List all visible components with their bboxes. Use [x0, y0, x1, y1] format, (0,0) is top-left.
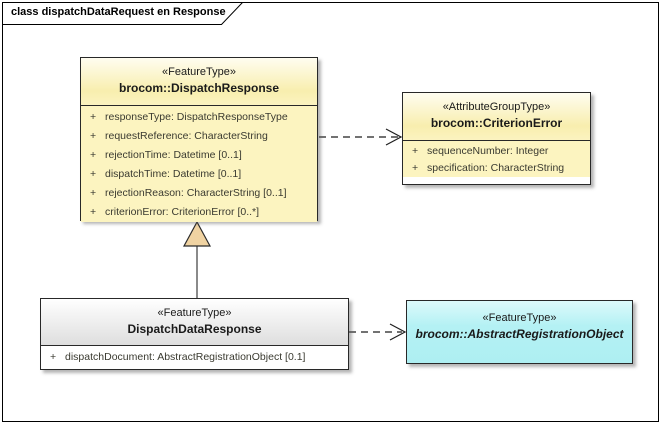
stereotype-label: «FeatureType»: [157, 307, 232, 319]
attribute-text: rejectionTime: Datetime [0..1]: [105, 149, 242, 161]
diagram-title-tab: class dispatchDataRequest en Response: [2, 2, 252, 28]
attribute-row: + sequenceNumber: Integer: [403, 143, 590, 160]
stereotype-label: «FeatureType»: [162, 66, 236, 78]
attribute-text: responseType: DispatchResponseType: [105, 111, 288, 123]
attribute-row: + criterionError: CriterionError [0..*]: [81, 203, 317, 222]
visibility-symbol: +: [90, 149, 97, 161]
class-header: «FeatureType» brocom::AbstractRegistrati…: [407, 301, 632, 343]
class-name: brocom::CriterionError: [430, 116, 563, 130]
class-header: «AttributeGroupType» brocom::CriterionEr…: [403, 93, 590, 140]
class-header: «FeatureType» brocom::DispatchResponse: [81, 58, 317, 105]
class-name: DispatchDataResponse: [127, 322, 262, 336]
stereotype-label: «FeatureType»: [482, 312, 557, 324]
class-box-abstract-registration-object[interactable]: «FeatureType» brocom::AbstractRegistrati…: [406, 300, 633, 364]
visibility-symbol: +: [90, 187, 97, 199]
visibility-symbol: +: [90, 111, 97, 123]
attribute-text: requestReference: CharacterString: [105, 130, 268, 142]
attribute-row: + dispatchTime: Datetime [0..1]: [81, 165, 317, 184]
attribute-compartment: + sequenceNumber: Integer + specificatio…: [403, 140, 590, 177]
class-box-dispatch-data-response[interactable]: «FeatureType» DispatchDataResponse + dis…: [40, 298, 349, 370]
class-box-dispatch-response[interactable]: «FeatureType» brocom::DispatchResponse +…: [80, 57, 318, 222]
visibility-symbol: +: [412, 145, 419, 157]
visibility-symbol: +: [90, 130, 97, 142]
visibility-symbol: +: [50, 351, 57, 363]
attribute-row: + rejectionReason: CharacterString [0..1…: [81, 184, 317, 203]
stereotype-label: «AttributeGroupType»: [442, 101, 551, 113]
attribute-row: + dispatchDocument: AbstractRegistration…: [41, 348, 348, 367]
attribute-text: dispatchTime: Datetime [0..1]: [105, 168, 242, 180]
attribute-compartment: + dispatchDocument: AbstractRegistration…: [41, 345, 348, 367]
attribute-text: specification: CharacterString: [427, 162, 565, 174]
attribute-text: criterionError: CriterionError [0..*]: [105, 206, 260, 218]
visibility-symbol: +: [90, 206, 97, 218]
attribute-text: sequenceNumber: Integer: [427, 145, 549, 157]
visibility-symbol: +: [90, 168, 97, 180]
attribute-row: + specification: CharacterString: [403, 160, 590, 177]
diagram-title: class dispatchDataRequest en Response: [11, 6, 226, 18]
class-name: brocom::AbstractRegistrationObject: [415, 327, 624, 341]
tab-pentagon: [2, 2, 244, 25]
attribute-row: + rejectionTime: Datetime [0..1]: [81, 146, 317, 165]
attribute-compartment: + responseType: DispatchResponseType + r…: [81, 105, 317, 222]
attribute-text: dispatchDocument: AbstractRegistrationOb…: [65, 351, 306, 363]
attribute-row: + requestReference: CharacterString: [81, 127, 317, 146]
attribute-row: + responseType: DispatchResponseType: [81, 108, 317, 127]
class-header: «FeatureType» DispatchDataResponse: [41, 299, 348, 345]
attribute-text: rejectionReason: CharacterString [0..1]: [105, 187, 287, 199]
class-box-criterion-error[interactable]: «AttributeGroupType» brocom::CriterionEr…: [402, 92, 591, 185]
visibility-symbol: +: [412, 162, 419, 174]
class-name: brocom::DispatchResponse: [118, 81, 280, 95]
